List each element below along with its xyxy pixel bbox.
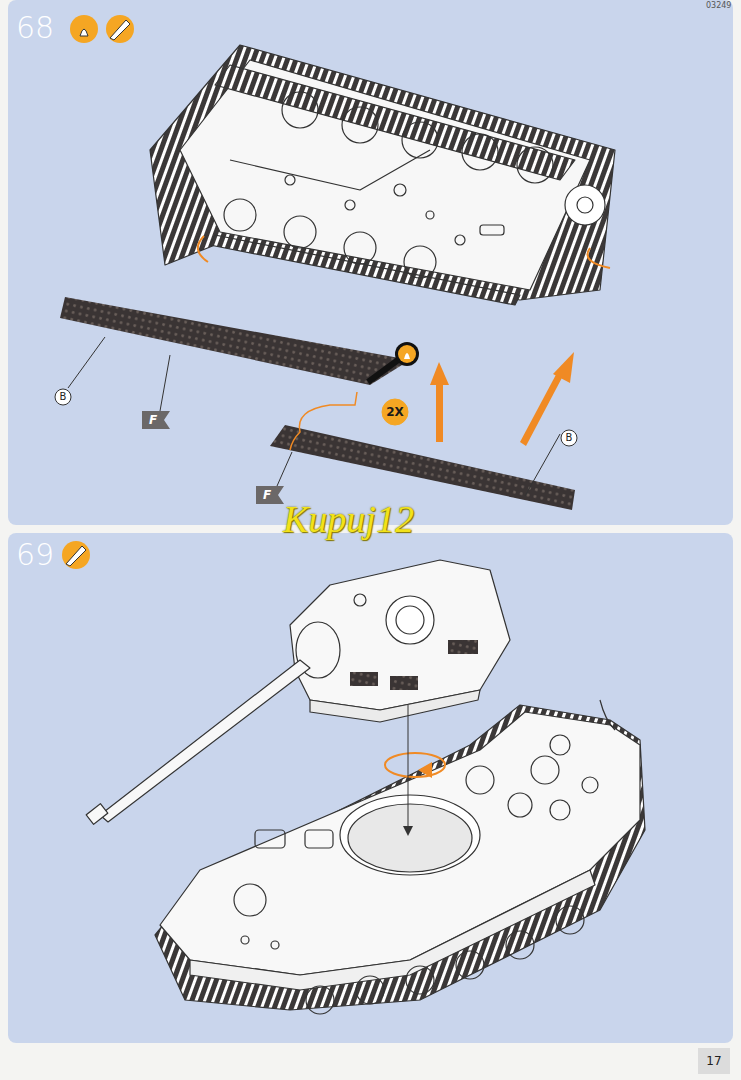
node-text: B xyxy=(566,433,573,443)
node-text: 17 xyxy=(706,1055,721,1067)
hull-underside xyxy=(150,45,615,305)
step-panel xyxy=(8,0,733,525)
tank-turret xyxy=(86,560,510,824)
glue-callout xyxy=(395,342,419,366)
part-callout: B xyxy=(54,388,72,406)
node-text: F xyxy=(149,414,157,426)
glue-icon xyxy=(70,15,98,43)
node-text: 2X xyxy=(386,406,404,418)
flag-marker: F xyxy=(142,411,170,429)
flag-marker: F xyxy=(256,486,284,504)
track-strip xyxy=(60,297,410,385)
tank-hull xyxy=(155,700,645,1014)
direction-arrow xyxy=(430,352,574,446)
part-callout: B xyxy=(560,429,578,447)
paint-icon xyxy=(62,541,90,569)
quantity-badge: 2X xyxy=(381,398,409,426)
node-text: B xyxy=(60,392,67,402)
leader-line xyxy=(68,337,560,496)
step-number: 68 xyxy=(16,13,54,43)
node-text: F xyxy=(263,489,271,501)
paint-icon xyxy=(106,15,134,43)
step-panel xyxy=(8,533,733,1043)
catalog-number: 03249 xyxy=(706,2,731,10)
page-number: 17 xyxy=(698,1048,730,1074)
watermark: Kupuj12 xyxy=(283,500,414,538)
step-number: 69 xyxy=(16,540,54,570)
